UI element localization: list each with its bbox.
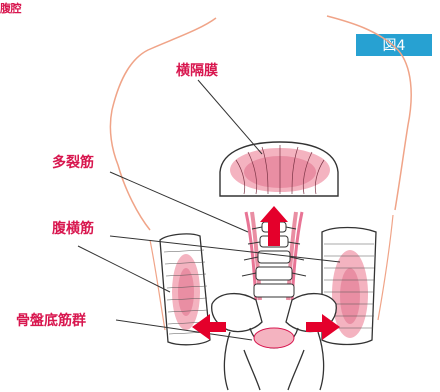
label-transversus-abdominis: 腹横筋 bbox=[52, 218, 94, 238]
body-outline-left bbox=[110, 18, 216, 230]
label-pelvic-floor: 骨盤底筋群 bbox=[16, 310, 86, 330]
label-multifidus: 多裂筋 bbox=[52, 152, 94, 172]
leader-line-transversus-left bbox=[78, 246, 170, 292]
label-diaphragm: 横隔膜 bbox=[176, 60, 218, 80]
diaphragm-dome bbox=[220, 142, 338, 196]
pelvic-floor-muscle bbox=[254, 328, 294, 348]
waist-right-outline bbox=[378, 215, 393, 320]
leader-line-diaphragm bbox=[198, 80, 262, 154]
body-outline-right bbox=[327, 16, 411, 210]
leader-line-transversus bbox=[110, 236, 340, 262]
